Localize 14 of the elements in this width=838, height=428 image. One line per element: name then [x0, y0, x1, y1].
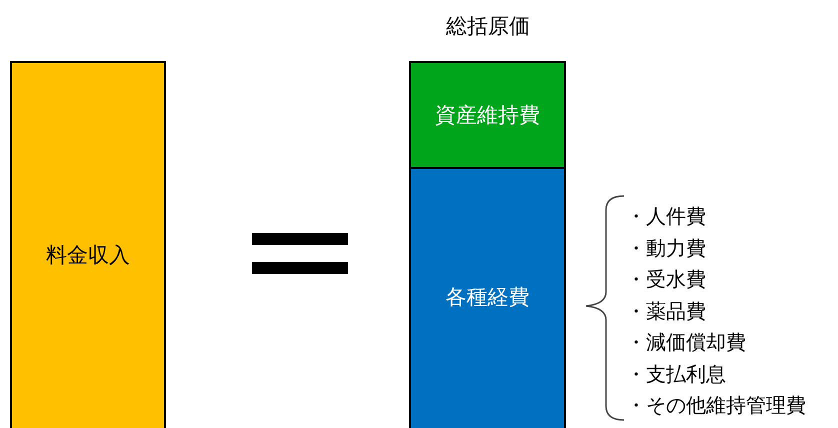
cost-item: ・受水費	[626, 267, 706, 291]
revenue-bar	[10, 61, 166, 428]
cost-segment	[409, 61, 566, 169]
cost-segment	[409, 167, 566, 428]
cost-item: ・人件費	[626, 204, 706, 228]
cost-item: ・薬品費	[626, 298, 706, 322]
chart-title: 総括原価	[446, 13, 530, 40]
cost-item: ・減価償却費	[626, 330, 746, 354]
segment-label: 料金収入	[46, 242, 130, 269]
cost-item: ・動力費	[626, 236, 706, 260]
cost-item: ・その他維持管理費	[626, 393, 806, 417]
segment-label: 各種経費	[446, 284, 530, 311]
segment-label: 資産維持費	[435, 102, 540, 129]
cost-item: ・支払利息	[626, 362, 726, 386]
